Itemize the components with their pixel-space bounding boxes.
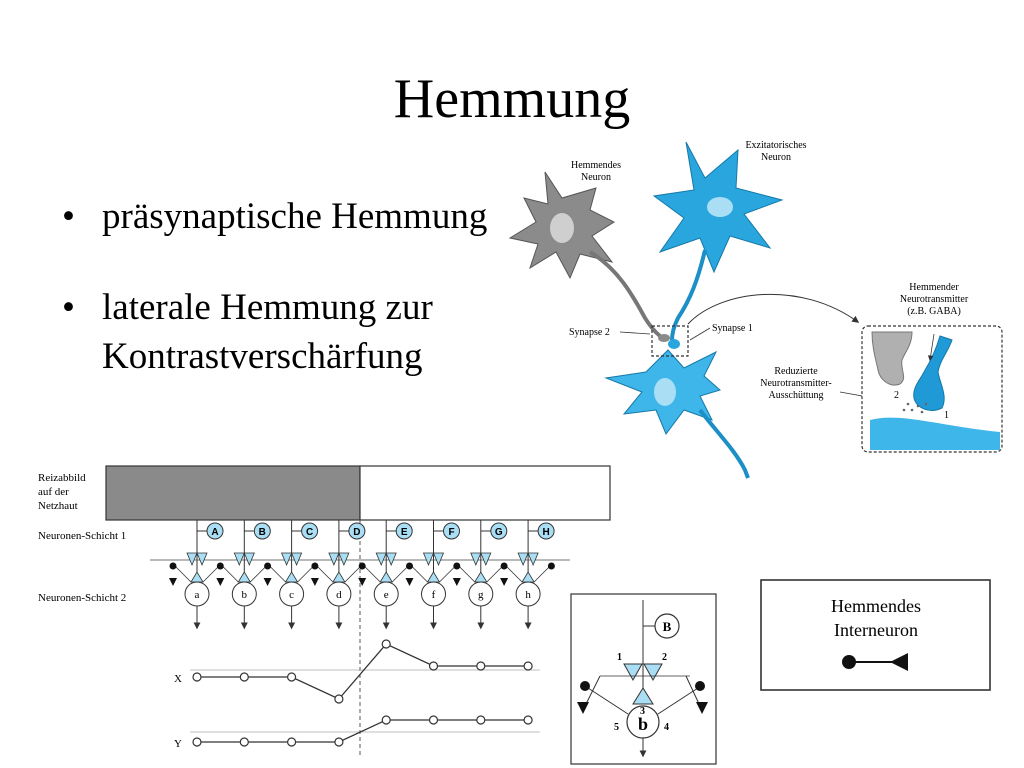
trace-x-point	[428, 661, 439, 671]
layer2-unit-label: a	[195, 589, 200, 601]
trace-y-point	[381, 715, 391, 725]
stimulus-label: Netzhaut	[38, 500, 78, 512]
inset-number: 1	[944, 410, 949, 421]
layer2-unit-label: c	[289, 589, 294, 601]
trace-x-point	[523, 661, 533, 671]
detail-figure: B b 1 2 3 4 5	[570, 593, 717, 765]
layer1-unit-label: F	[448, 527, 454, 538]
trace-y-point	[428, 715, 439, 725]
layer1-unit-label: B	[259, 527, 266, 538]
bullet-item: • laterale Hemmung zur Kontrastverschärfu…	[62, 283, 532, 381]
trace-y-point	[334, 737, 344, 747]
detail-number: 4	[664, 722, 669, 733]
detail-top-unit-label: B	[663, 619, 672, 634]
excitatory-neuron-label: Neuron	[761, 152, 791, 163]
layer1-unit	[443, 522, 460, 540]
layer1-unit	[395, 522, 413, 540]
layer2-unit-label: f	[432, 589, 436, 601]
layer1-unit	[537, 522, 555, 540]
bullet-item: • präsynaptische Hemmung	[62, 192, 532, 241]
bullet-marker: •	[62, 196, 75, 237]
detail-center-unit-label: b	[638, 714, 648, 734]
layer1-unit	[301, 522, 319, 540]
layer1-unit-label: G	[495, 527, 503, 538]
layer2-unit-label: g	[478, 589, 484, 601]
layer2-unit-label: b	[242, 589, 248, 601]
transmitter-label: (z.B. GABA)	[907, 306, 961, 317]
trace-y-point	[476, 715, 486, 725]
trace-x-point	[192, 672, 202, 682]
trace-x-point	[287, 672, 297, 682]
trace-x-point	[334, 694, 344, 704]
reduced-release-label: Ausschüttung	[769, 390, 824, 401]
interneuron-legend: Hemmendes Interneuron	[760, 579, 991, 691]
layer1-unit-label: D	[353, 527, 360, 538]
synapse1-label: Synapse 1	[712, 323, 753, 334]
trace-y-point	[239, 737, 249, 747]
reduced-release-label: Neurotransmitter-	[760, 378, 831, 389]
layer1-unit-label: C	[306, 527, 313, 538]
layer1-unit	[253, 522, 271, 540]
detail-number: 5	[614, 722, 619, 733]
layer1-label: Neuronen-Schicht 1	[38, 530, 126, 542]
response-traces	[192, 639, 533, 747]
trace-x-point	[476, 661, 486, 671]
neuron-columns: A B C D E F G Ha b c d e f g h	[150, 520, 570, 630]
trace-x-point	[239, 672, 249, 682]
layer1-unit	[348, 522, 366, 540]
stimulus-light-region	[359, 465, 611, 521]
legend-label: Hemmendes	[831, 596, 921, 616]
trace-x-line	[197, 643, 529, 700]
layer1-unit	[206, 522, 224, 540]
layer2-unit-label: h	[525, 589, 531, 601]
layer1-unit-label: H	[542, 527, 549, 538]
trace-x-point	[381, 639, 391, 649]
trace-label-x: X	[174, 673, 182, 685]
trace-y-point	[287, 737, 297, 747]
layer2-unit-label: e	[384, 589, 389, 601]
trace-y-line	[197, 719, 529, 743]
legend-label: Interneuron	[834, 620, 918, 640]
layer2-unit-label: d	[336, 589, 342, 601]
presynaptic-inhibition-figure: Hemmendes Neuron Exzitatorisches Neuron …	[508, 140, 1003, 479]
interneuron-synapse-icon	[890, 653, 908, 671]
transmitter-label: Hemmender	[909, 282, 959, 293]
bullet-marker: •	[62, 287, 75, 328]
slide-title: Hemmung	[393, 68, 631, 130]
layer2-label: Neuronen-Schicht 2	[38, 592, 126, 604]
reduced-release-label: Reduzierte	[774, 366, 818, 377]
bullet-text: laterale Hemmung zur Kontrastverschärfun…	[102, 287, 433, 377]
detail-number: 3	[640, 706, 645, 717]
legend-box	[760, 579, 991, 691]
transmitter-label: Neurotransmitter	[900, 294, 969, 305]
stimulus-dark-region	[105, 465, 361, 521]
trace-label-y: Y	[174, 738, 182, 750]
trace-y-point	[192, 737, 202, 747]
layer1-unit-label: A	[211, 527, 218, 538]
excitatory-neuron-label: Exzitatorisches	[745, 140, 806, 151]
stimulus-label: Reizabbild	[38, 472, 86, 484]
layer1-unit	[490, 522, 508, 540]
inhibitory-neuron-label: Neuron	[581, 172, 611, 183]
trace-y-point	[523, 715, 533, 725]
layer1-unit-label: E	[401, 527, 408, 538]
stimulus-label: auf der	[38, 486, 69, 498]
bullet-text: präsynaptische Hemmung	[102, 196, 488, 237]
detail-number: 2	[662, 652, 667, 663]
inhibitory-neuron-label: Hemmendes	[571, 160, 621, 171]
inset-number: 2	[894, 390, 899, 401]
bullet-list: • präsynaptische Hemmung • laterale Hemmun…	[62, 192, 532, 423]
lateral-inhibition-figure: Reizabbild auf der Netzhaut Neuronen-Sch…	[38, 465, 611, 755]
synapse2-label: Synapse 2	[569, 327, 610, 338]
detail-number: 1	[617, 652, 622, 663]
